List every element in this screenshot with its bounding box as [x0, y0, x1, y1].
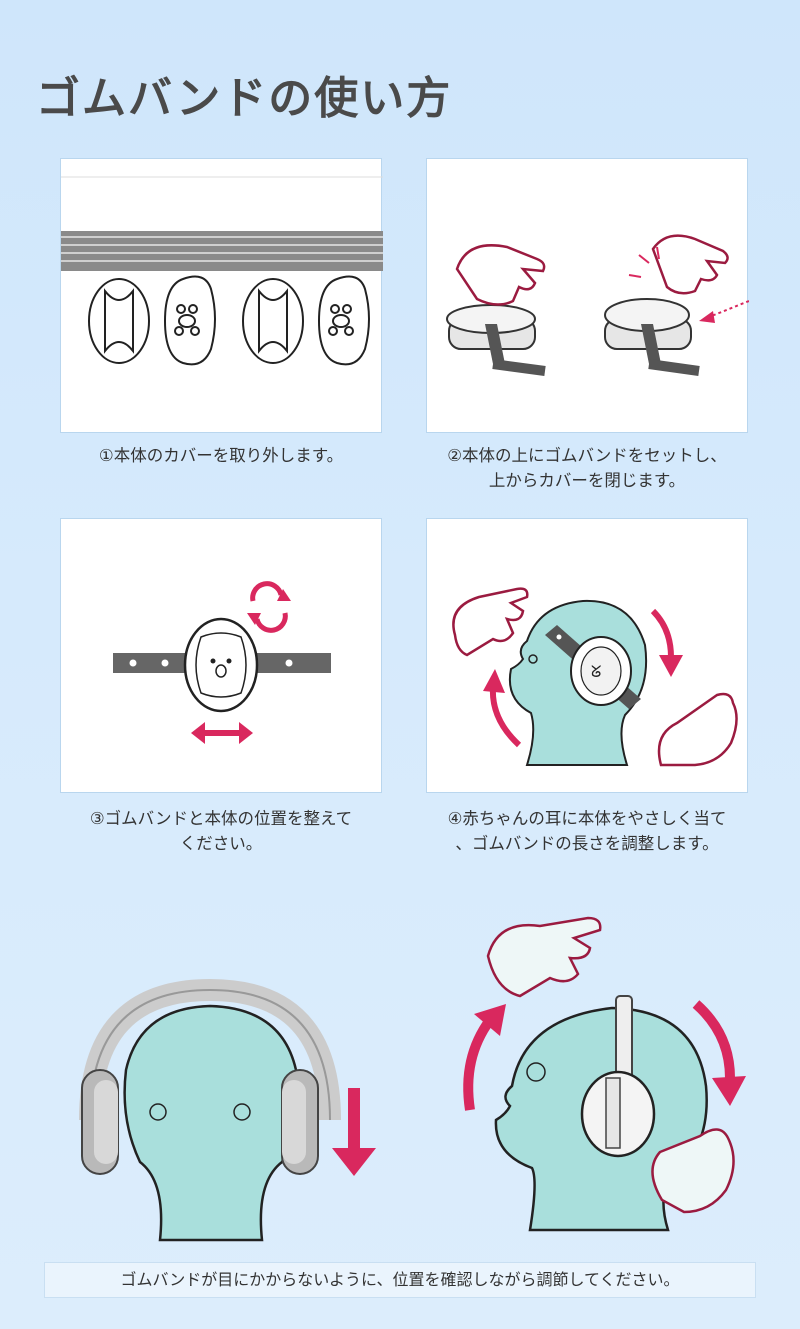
- rotate-arrow-up-icon: [483, 669, 522, 748]
- earmuff-body: [580, 1070, 656, 1158]
- earmuff-cover-left: [163, 275, 216, 366]
- pointing-hand-icon: [651, 1128, 735, 1214]
- elastic-band-strip: [61, 231, 383, 271]
- rotate-arrow-down-icon: [650, 608, 683, 677]
- earmuff-cover-right: [317, 275, 370, 366]
- caption-line: ③ゴムバンドと本体の位置を整えて: [89, 809, 353, 828]
- step3-illustration: [60, 518, 382, 793]
- caption-line: ①本体のカバーを取り外します。: [98, 446, 344, 465]
- caption-line: 上からカバーを閉じます。: [488, 471, 686, 490]
- step2-caption: ②本体の上にゴムバンドをセットし、 上からカバーを閉じます。: [407, 443, 767, 493]
- earmuff-body-left: [88, 278, 150, 364]
- earmuff-left: [81, 1069, 119, 1175]
- headband: [79, 978, 341, 1121]
- caption-line: ④赤ちゃんの耳に本体をやさしく当て: [447, 809, 727, 828]
- caption-line: ②本体の上にゴムバンドをセットし、: [447, 446, 727, 465]
- step1-illustration: [60, 158, 383, 433]
- pointing-hand-icon: [486, 916, 602, 998]
- rotate-arrows-icon: [247, 581, 291, 633]
- rotate-arrow-down-icon: [692, 1000, 746, 1106]
- rotate-arrow-up-icon: [463, 1004, 506, 1111]
- earmuff-body: [183, 617, 259, 713]
- caption-line: ください。: [179, 834, 263, 853]
- front-view-illustration: [79, 978, 376, 1242]
- push-arrow-icon: [699, 300, 749, 323]
- caption-line: 、ゴムバンドの長さを調整します。: [455, 834, 719, 853]
- earmuff-body-right: [242, 278, 304, 364]
- earmuff-left-with-band: [446, 304, 546, 376]
- baby-head: [123, 1004, 299, 1242]
- pointing-hand-icon: [455, 244, 546, 306]
- step2-illustration: [426, 158, 749, 433]
- side-view-illustration: [463, 916, 746, 1232]
- step4-illustration: ᘜ: [426, 518, 748, 793]
- earmuff-right: [281, 1069, 319, 1175]
- step4-caption: ④赤ちゃんの耳に本体をやさしく当て 、ゴムバンドの長さを調整します。: [407, 806, 767, 856]
- earmuff-right-with-band: [604, 298, 700, 376]
- down-arrow-icon: [332, 1088, 376, 1176]
- pointing-hand-icon: [657, 692, 738, 767]
- earmuff-body: ᘜ: [570, 636, 632, 706]
- double-arrow-icon: [191, 722, 253, 744]
- usage-note: ゴムバンドが目にかからないように、位置を確認しながら調節してください。: [44, 1262, 756, 1298]
- svg-text:ᘜ: ᘜ: [591, 662, 601, 681]
- step3-caption: ③ゴムバンドと本体の位置を整えて ください。: [41, 806, 401, 856]
- pointing-hand-icon: [628, 234, 729, 295]
- pointing-hand-icon: [452, 587, 529, 657]
- page-title: ゴムバンドの使い方: [36, 73, 453, 124]
- step1-caption: ①本体のカバーを取り外します。: [41, 443, 401, 468]
